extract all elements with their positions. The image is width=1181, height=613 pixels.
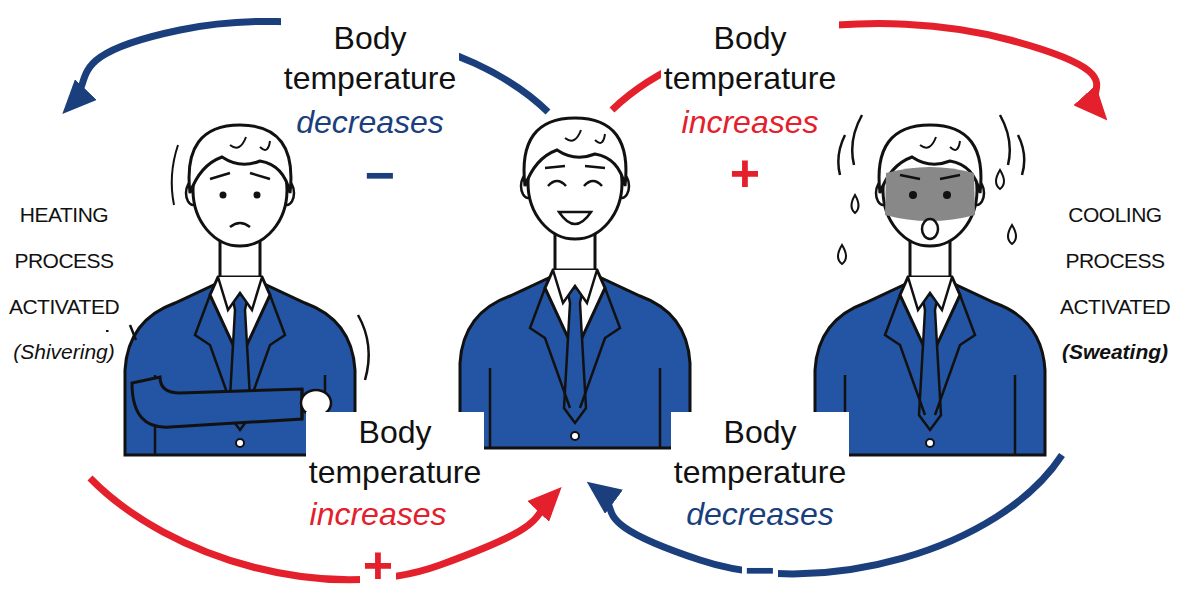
sign-symbol: − xyxy=(362,150,398,200)
flow-heading: Body temperature xyxy=(306,412,485,492)
sign-symbol: + xyxy=(360,540,396,590)
change-word: decreases xyxy=(683,494,837,534)
process-label: COOLING PROCESS ACTIVATED xyxy=(1057,192,1173,330)
process-example: (Sweating) xyxy=(1059,332,1171,372)
process-example: (Shivering) xyxy=(10,332,118,372)
change-word: decreases xyxy=(293,102,447,142)
flow-heading: Body temperature xyxy=(671,412,850,492)
sign-symbol: − xyxy=(742,545,778,595)
sign-symbol: + xyxy=(727,148,763,198)
flow-heading: Body temperature xyxy=(281,18,460,98)
process-label: HEATING PROCESS ACTIVATED xyxy=(6,192,122,330)
flow-heading: Body temperature xyxy=(661,18,840,98)
change-word: increases xyxy=(307,494,450,534)
change-word: increases xyxy=(679,102,822,142)
